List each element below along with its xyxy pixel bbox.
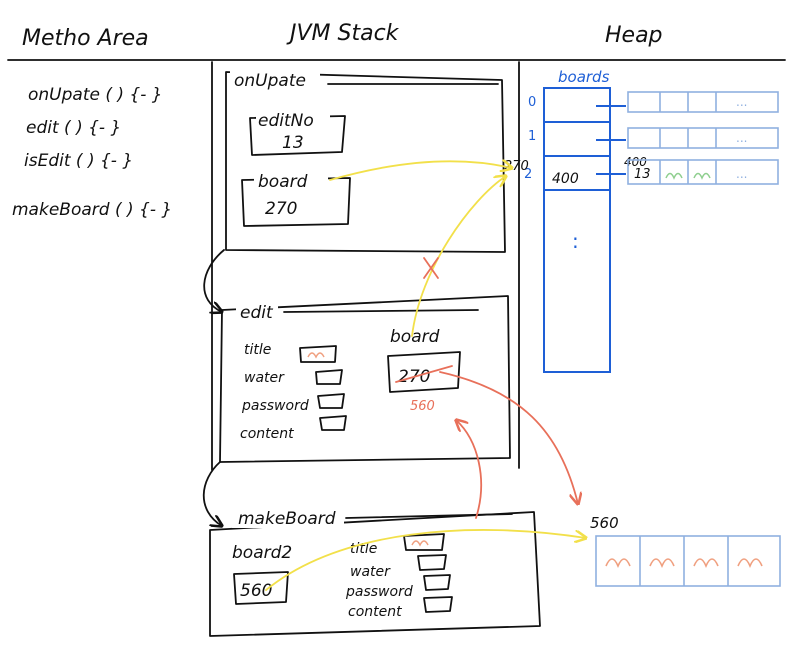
editno-label: editNo bbox=[258, 111, 314, 131]
editno-value: 13 bbox=[282, 133, 304, 153]
method-makeboard: makeBoard ( ) {- } bbox=[12, 200, 172, 220]
frame-makeboard: makeBoard board2 560 title water passwor… bbox=[209, 506, 541, 637]
boards-array bbox=[543, 87, 611, 373]
frame-onupdate: onUpate editNo 13 board 270 bbox=[225, 66, 506, 253]
frame-onupdate-box bbox=[225, 71, 506, 253]
call-arrow-edit-to-makeboard bbox=[202, 461, 222, 526]
edit-board-strike bbox=[395, 365, 453, 383]
mb-field-water: water bbox=[350, 564, 391, 580]
board-object-560: 560 bbox=[590, 514, 781, 587]
new-object-value-mark-1 bbox=[605, 558, 631, 569]
board-object-1: ... bbox=[627, 127, 779, 149]
method-isedit: isEdit ( ) {- } bbox=[24, 151, 133, 171]
board-object-2-editno: 13 bbox=[634, 167, 651, 182]
address-400: 400 bbox=[624, 155, 647, 169]
edit-field-title: title bbox=[244, 342, 271, 358]
method-edit: edit ( ) {- } bbox=[26, 118, 121, 138]
board-object-1-ellipsis: ... bbox=[736, 131, 747, 145]
edit-board-new-value: 560 bbox=[410, 399, 435, 414]
mb-field-title-box bbox=[403, 533, 445, 551]
frame-makeboard-title: makeBoard bbox=[238, 509, 336, 529]
ref-arrow-edit-board-new bbox=[439, 371, 578, 504]
index-2: 2 bbox=[524, 167, 532, 182]
method-area: onUpate ( ) {- } edit ( ) {- } isEdit ( … bbox=[12, 85, 172, 220]
call-arrow-onupdate-to-edit bbox=[203, 249, 224, 312]
board-object-0: ... bbox=[627, 91, 779, 113]
jvm-stack-header: JVM Stack bbox=[286, 21, 400, 46]
index-0: 0 bbox=[528, 95, 536, 110]
mb-field-password-box bbox=[423, 574, 451, 591]
heap-area: boards 0 1 2 : 270 400 ... ... 400 bbox=[504, 68, 781, 587]
edit-field-water: water bbox=[244, 370, 285, 386]
ref-arrow-onupdate-board bbox=[329, 161, 512, 181]
mb-field-water-box bbox=[417, 554, 447, 571]
method-area-header: Metho Area bbox=[22, 26, 149, 51]
mb-field-password: password bbox=[345, 584, 413, 600]
frame-edit-title: edit bbox=[240, 303, 274, 323]
mb-field-content: content bbox=[348, 604, 402, 620]
board-value-onupdate: 270 bbox=[265, 199, 297, 219]
board2-value: 560 bbox=[240, 581, 272, 601]
board-label-onupdate: board bbox=[258, 172, 308, 192]
ref-cross-mark bbox=[423, 257, 439, 279]
mb-title-value-mark bbox=[411, 540, 429, 547]
board2-box bbox=[233, 571, 289, 605]
new-object-value-mark-2 bbox=[649, 558, 675, 569]
ref-arrow-board2 bbox=[265, 529, 586, 591]
edit-field-water-box bbox=[315, 369, 343, 385]
return-arrow-makeboard bbox=[456, 420, 483, 519]
edit-field-password: password bbox=[241, 398, 309, 414]
edit-field-content: content bbox=[240, 426, 294, 442]
boards-label: boards bbox=[558, 68, 610, 86]
board-object-2-value-mark-1 bbox=[665, 172, 683, 180]
new-object-value-mark-3 bbox=[693, 558, 719, 569]
frame-makeboard-box bbox=[209, 511, 541, 637]
board2-label: board2 bbox=[232, 543, 292, 563]
board-object-0-ellipsis: ... bbox=[736, 95, 747, 109]
new-object-value-mark-4 bbox=[737, 558, 763, 569]
ref-arrow-edit-board-old bbox=[411, 176, 506, 337]
boards-slot-2-value: 400 bbox=[552, 171, 579, 187]
heap-header: Heap bbox=[605, 23, 663, 48]
mb-field-content-box bbox=[423, 596, 453, 613]
board-object-2: 400 13 ... bbox=[624, 155, 779, 185]
board-object-2-value-mark-2 bbox=[693, 172, 711, 180]
edit-board-box bbox=[387, 351, 461, 393]
edit-field-content-box bbox=[319, 415, 347, 431]
frame-edit-box bbox=[219, 295, 511, 463]
board-object-2-ellipsis: ... bbox=[736, 167, 747, 181]
frame-edit: edit title water password content board … bbox=[219, 295, 511, 463]
frame-onupdate-title: onUpate bbox=[234, 71, 306, 91]
edit-title-value-mark bbox=[307, 352, 325, 359]
boards-more-dots: : bbox=[572, 229, 579, 253]
index-1: 1 bbox=[528, 129, 536, 144]
method-onupdate: onUpate ( ) {- } bbox=[28, 85, 163, 105]
frame-edit-title-line bbox=[283, 309, 479, 313]
frame-makeboard-title-line bbox=[345, 513, 513, 519]
edit-field-password-box bbox=[317, 393, 345, 409]
edit-board-label: board bbox=[390, 327, 440, 347]
edit-field-title-box bbox=[299, 345, 337, 363]
address-560: 560 bbox=[590, 514, 619, 532]
